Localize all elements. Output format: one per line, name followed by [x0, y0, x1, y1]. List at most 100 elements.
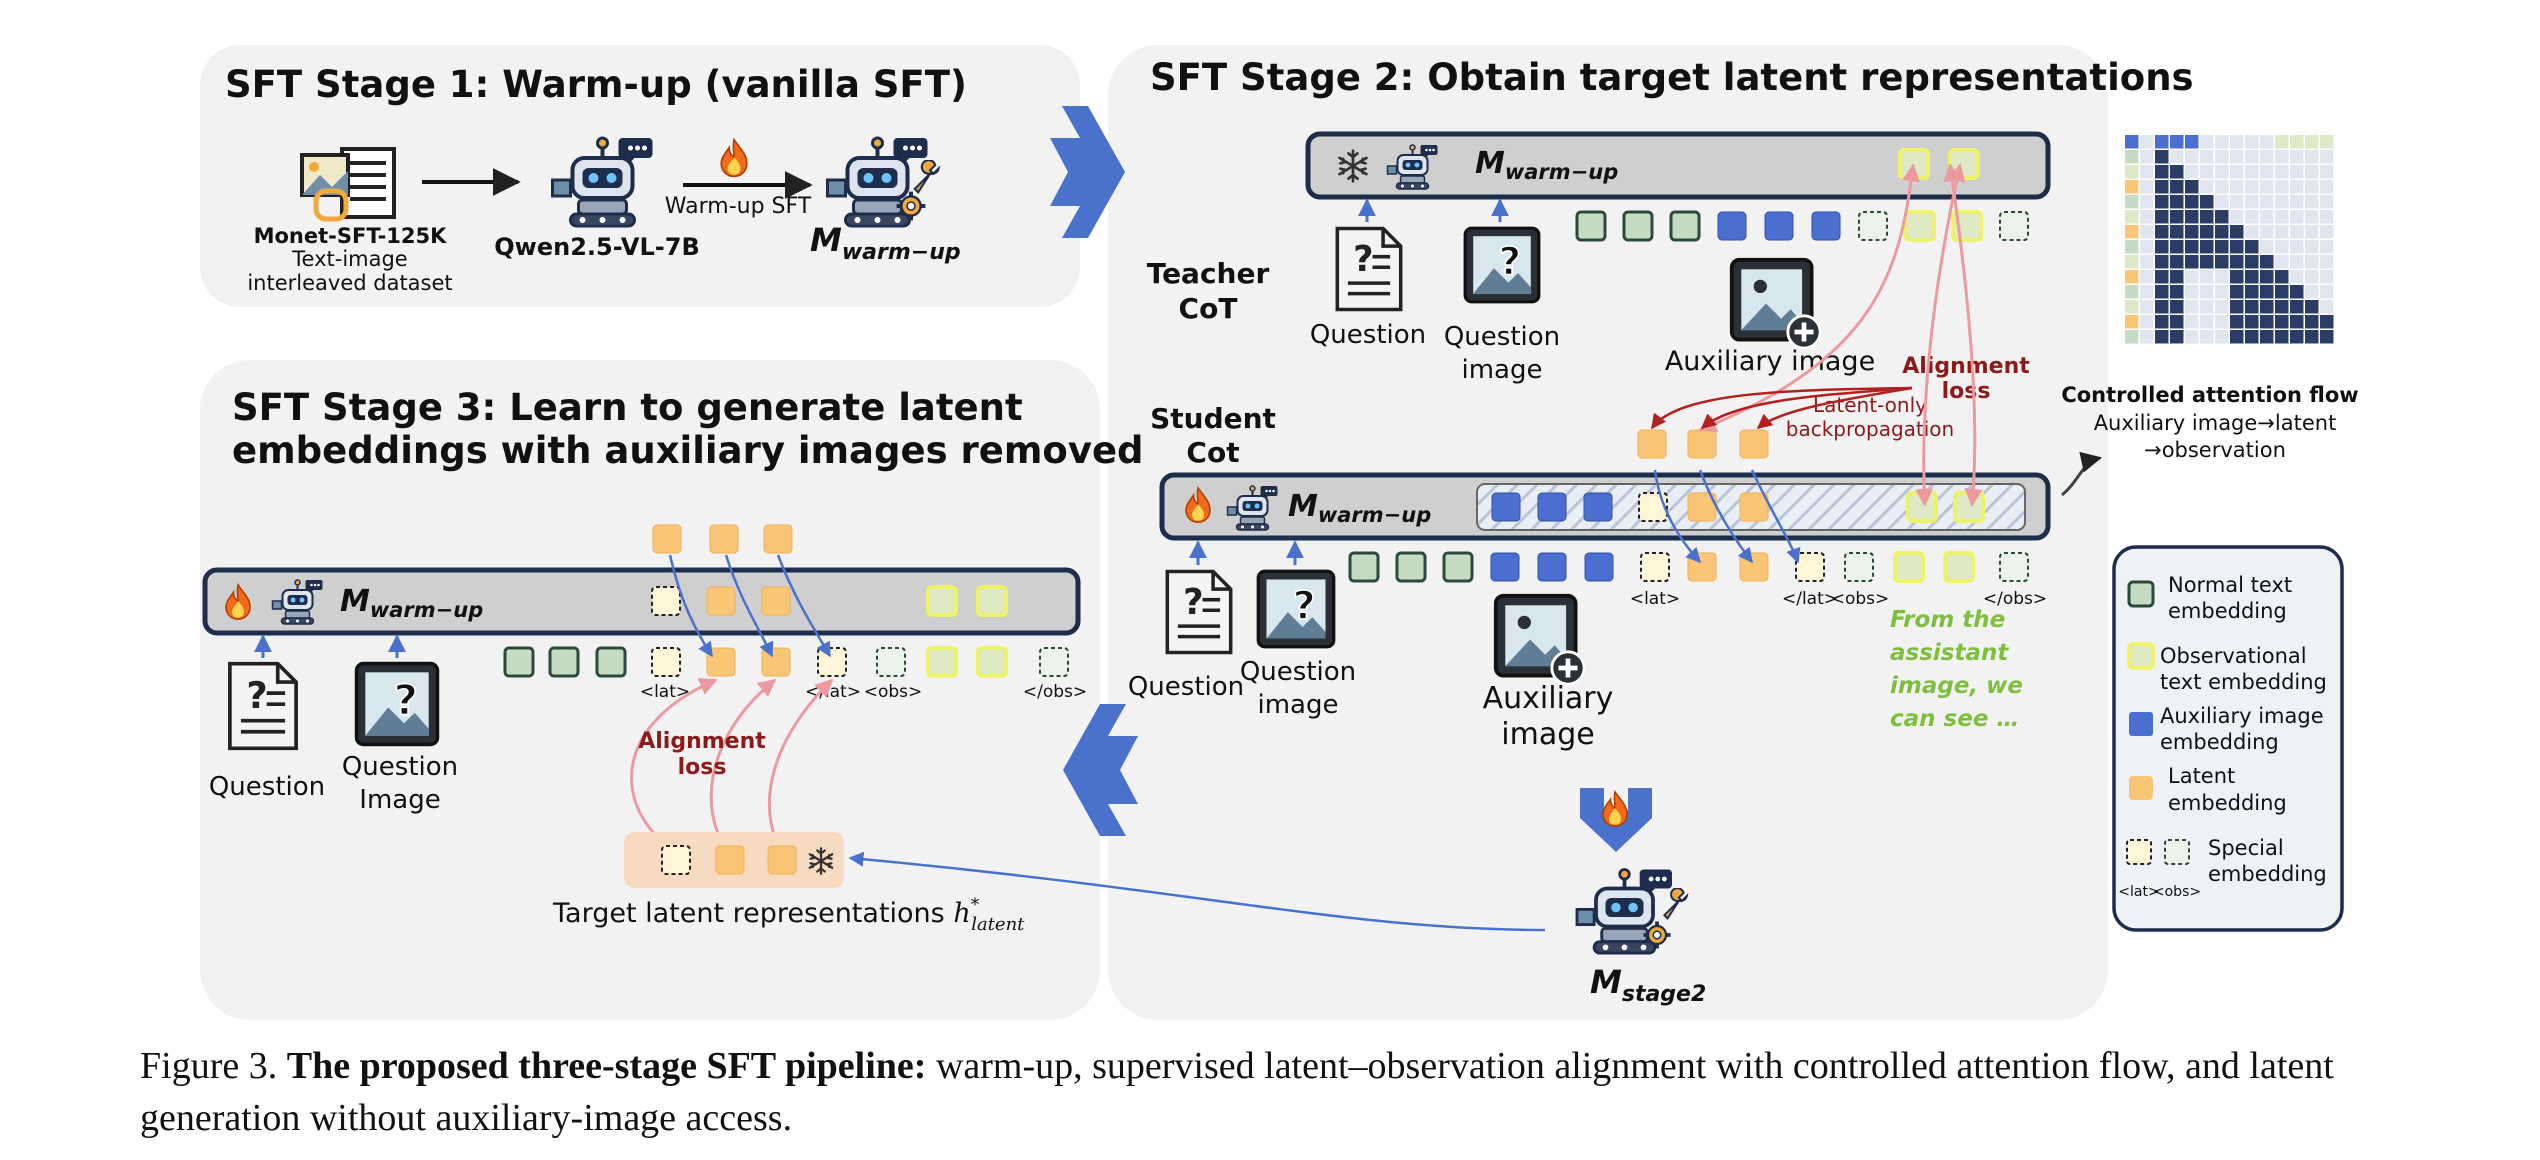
attention-cell	[2155, 255, 2169, 269]
aux-token	[1764, 211, 1794, 241]
attention-cell	[2260, 270, 2274, 284]
attention-cell	[2305, 210, 2319, 224]
attention-cell	[2260, 210, 2274, 224]
attention-cell	[2305, 315, 2319, 329]
attention-cell	[2245, 300, 2259, 314]
attention-cell	[2320, 315, 2334, 329]
attention-cell	[2125, 330, 2139, 344]
attention-cell	[2170, 210, 2184, 224]
lat-token	[1687, 552, 1717, 582]
attention-cell	[2260, 195, 2274, 209]
attention-cell	[2155, 300, 2169, 314]
attention-cell	[2275, 195, 2289, 209]
attention-cell	[2290, 240, 2304, 254]
attention-cell	[2155, 240, 2169, 254]
caption-rest: warm-up, supervised latent–observation a…	[140, 1045, 2334, 1139]
stage3-latent-flow-arrows	[668, 554, 832, 658]
teacher-question-icon	[1335, 226, 1403, 312]
attention-cell	[2275, 300, 2289, 314]
s3-obs-end-label: </obs>	[1023, 682, 1087, 702]
slat-token	[1795, 552, 1825, 582]
lat-token	[761, 586, 791, 616]
attention-cell	[2275, 135, 2289, 149]
latent-only-line1: Latent-only	[1813, 393, 1927, 417]
green-text-line4: can see …	[1890, 706, 2019, 732]
dataset-desc-line1: Text-image	[291, 247, 407, 271]
attention-cell	[2140, 270, 2154, 284]
aux-token	[1491, 492, 1521, 522]
attention-cell	[2170, 165, 2184, 179]
attention-cell	[2260, 165, 2274, 179]
stage2-alignment-arrows	[1698, 163, 1983, 507]
student-question-icon	[1165, 569, 1233, 655]
stage1-title: SFT Stage 1: Warm-up (vanilla SFT)	[225, 63, 967, 106]
attention-cell	[2245, 240, 2259, 254]
attention-cell	[2245, 285, 2259, 299]
sobs-token	[1844, 552, 1874, 582]
legend-box	[2112, 545, 2344, 932]
attention-cell	[2170, 240, 2184, 254]
lat-token	[706, 586, 736, 616]
stage2-to-target-arrow	[848, 851, 1546, 932]
attention-cell	[2215, 300, 2229, 314]
attention-cell	[2140, 180, 2154, 194]
student-aux-image-icon	[1496, 596, 1584, 684]
attention-cell	[2125, 255, 2139, 269]
lat-token	[1637, 429, 1667, 459]
teacher-question-image-icon	[1463, 226, 1541, 304]
attention-cell	[2215, 255, 2229, 269]
teacher-label-line1: Teacher	[1147, 257, 1270, 290]
right-chevron-arrow	[1050, 106, 1125, 238]
attention-cell	[2320, 150, 2334, 164]
attention-cell	[2230, 150, 2244, 164]
attention-cell	[2275, 150, 2289, 164]
attention-cell	[2170, 180, 2184, 194]
s3-question-icon	[227, 661, 299, 751]
obs-token	[1904, 210, 1936, 242]
obs-token	[1948, 148, 1980, 180]
attention-cell	[2230, 180, 2244, 194]
attention-cell	[2320, 135, 2334, 149]
teacher-model-label: Mwarm−up	[1475, 146, 1618, 184]
normal-token	[1669, 210, 1701, 242]
attention-cell	[2230, 210, 2244, 224]
attention-cell	[2260, 315, 2274, 329]
attention-cell	[2275, 270, 2289, 284]
stage3-bar-tokens	[651, 585, 1008, 617]
attention-cell	[2320, 180, 2334, 194]
sobs-token	[1999, 552, 2029, 582]
dataset-icon	[302, 149, 394, 219]
attention-cell	[2275, 210, 2289, 224]
attention-cell	[2125, 210, 2139, 224]
stage2-model-label: Mstage2	[1590, 963, 1706, 1007]
attention-cell	[2185, 150, 2199, 164]
attention-cell	[2170, 330, 2184, 344]
attention-cell	[2260, 240, 2274, 254]
attention-cell	[2245, 180, 2259, 194]
attention-cell	[2140, 150, 2154, 164]
obs-token	[976, 585, 1008, 617]
attention-cell	[2245, 270, 2259, 284]
attention-cell	[2215, 150, 2229, 164]
attention-cell	[2245, 225, 2259, 239]
attention-cell	[2290, 300, 2304, 314]
attention-cell	[2215, 285, 2229, 299]
stage2-red-arrows	[1650, 386, 1913, 430]
attention-cell	[2305, 255, 2319, 269]
attention-cell	[2170, 195, 2184, 209]
attention-cell	[2275, 180, 2289, 194]
attention-cell	[2320, 165, 2334, 179]
attention-cell	[2170, 300, 2184, 314]
attention-cell	[2230, 165, 2244, 179]
attention-cell	[2305, 180, 2319, 194]
attention-cell	[2185, 330, 2199, 344]
attention-cell	[2140, 225, 2154, 239]
stage2-title: SFT Stage 2: Obtain target latent repres…	[1150, 56, 2194, 99]
latent-only-line2: backpropagation	[1786, 417, 1954, 441]
student-label-line2: Cot	[1186, 436, 1239, 469]
s3-qimage-line1: Question	[342, 752, 458, 782]
slat-token	[1640, 552, 1670, 582]
attention-cell	[2185, 135, 2199, 149]
attention-cell	[2305, 135, 2319, 149]
slat-token	[1638, 492, 1668, 522]
